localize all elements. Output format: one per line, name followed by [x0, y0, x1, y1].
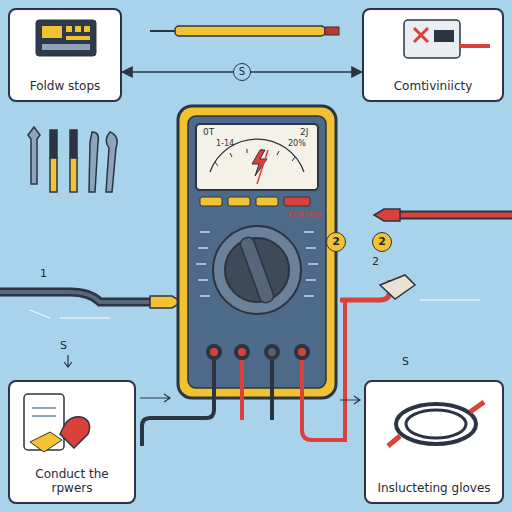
panel-icon: [364, 10, 506, 90]
step-panel: Conduct the rpwers: [8, 380, 136, 504]
callout-number: 2: [372, 256, 379, 267]
callout-number: 1: [40, 268, 47, 279]
step-panel: Inslucteting gloves: [364, 380, 504, 504]
panel-icon: [10, 10, 124, 90]
probe-pen: [150, 26, 339, 36]
panel-icon: [10, 382, 138, 462]
edge-label: S: [233, 63, 251, 81]
tools: [28, 127, 117, 192]
display-reading: 0T: [203, 128, 214, 137]
scale-mark: 20%: [288, 140, 306, 148]
multimeter-body: [178, 106, 336, 398]
panel-caption: Conduct the rpwers: [14, 468, 130, 496]
step-panel: Comtiviniicty: [362, 8, 504, 102]
scale-mark: 1-14: [216, 140, 234, 148]
callout-number: 2: [372, 232, 392, 252]
black-cable: [0, 292, 182, 318]
display-reading: 2J: [300, 128, 308, 137]
panel-icon: [366, 382, 506, 462]
callout-letter: S: [60, 340, 67, 351]
callout-number: 2: [326, 232, 346, 252]
brand-mark: CONTRCS: [288, 212, 322, 219]
callout-letter: S: [402, 356, 409, 367]
red-cable: [340, 209, 512, 300]
panel-caption: Comtiviniicty: [368, 80, 498, 94]
panel-caption: Inslucteting gloves: [370, 482, 498, 496]
panel-caption: Foldw stops: [14, 80, 116, 94]
step-panel: Foldw stops: [8, 8, 122, 102]
probe-leads: [142, 300, 345, 446]
